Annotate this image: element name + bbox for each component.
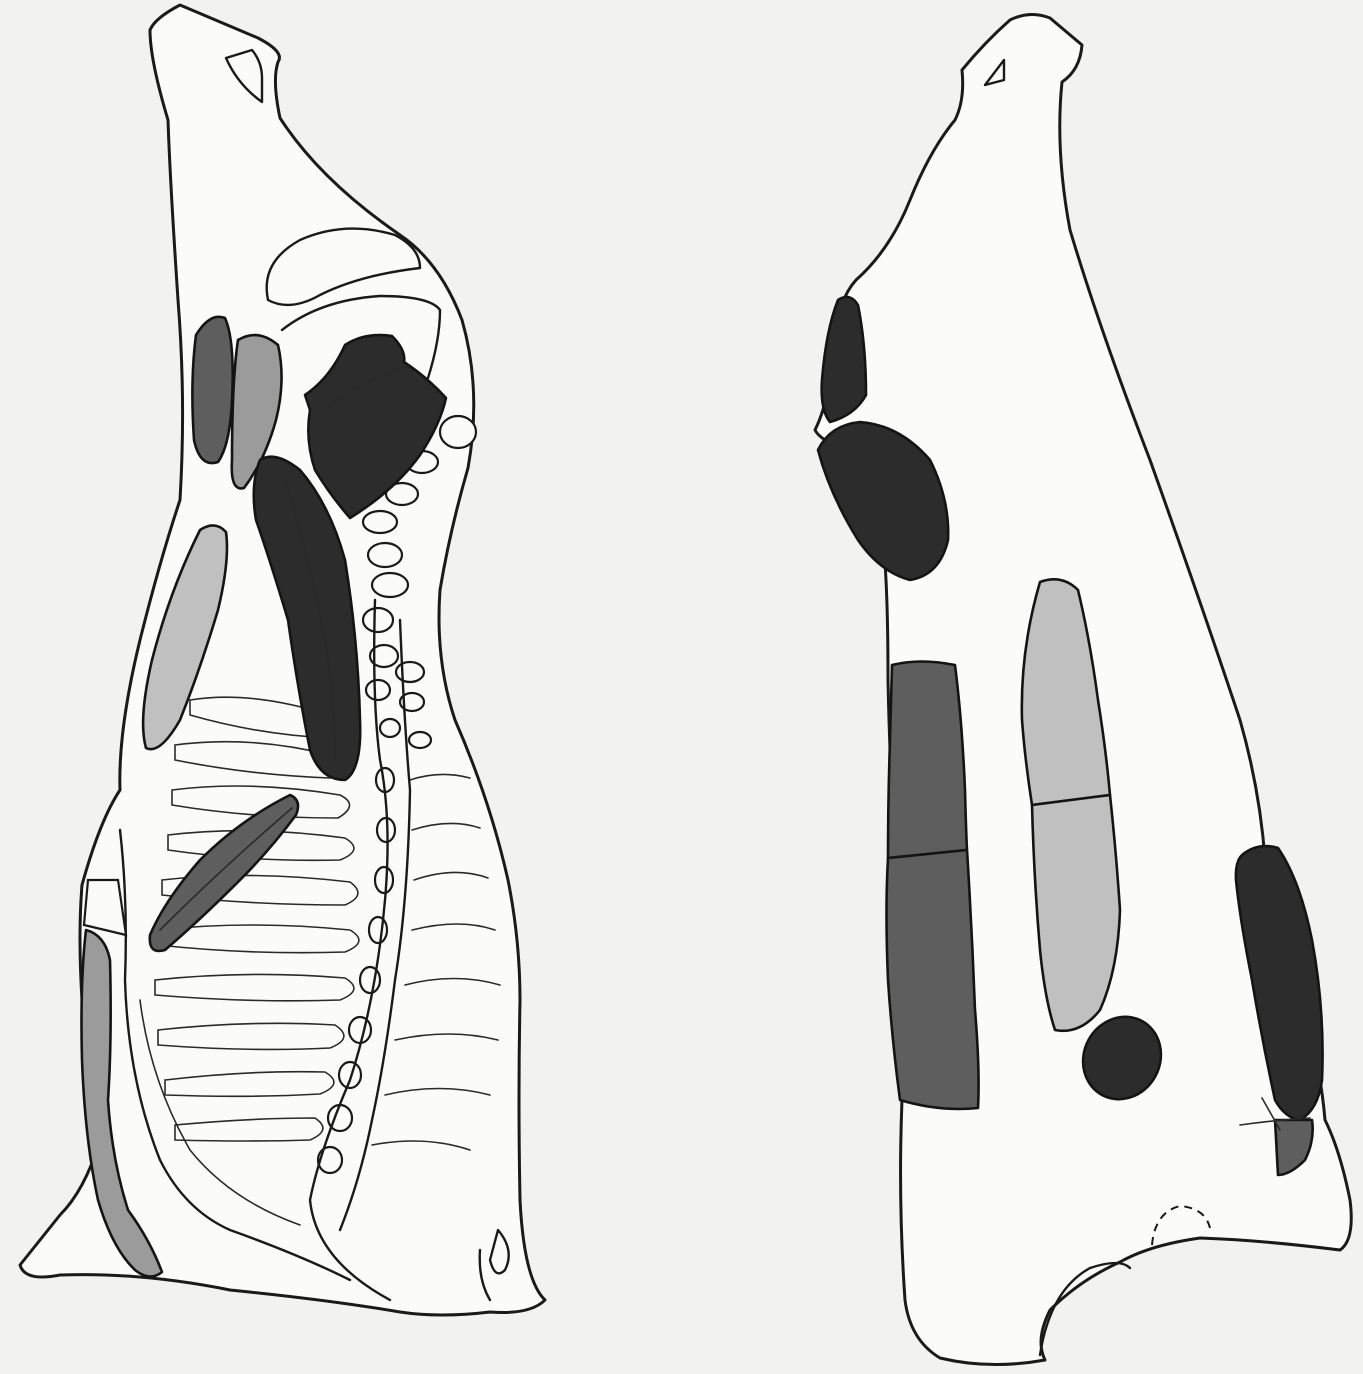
region-upper-small	[822, 297, 866, 422]
region-center-lower-bar	[1032, 795, 1120, 1031]
left-joint-oval	[440, 416, 476, 448]
left-flank-tab	[84, 880, 126, 935]
region-left-lower-bar	[887, 850, 979, 1109]
region-shoulder-strip	[192, 317, 232, 463]
region-left-upper-bar	[888, 662, 967, 859]
right-hindquarter	[815, 14, 1351, 1364]
left-half-carcass	[20, 5, 545, 1315]
